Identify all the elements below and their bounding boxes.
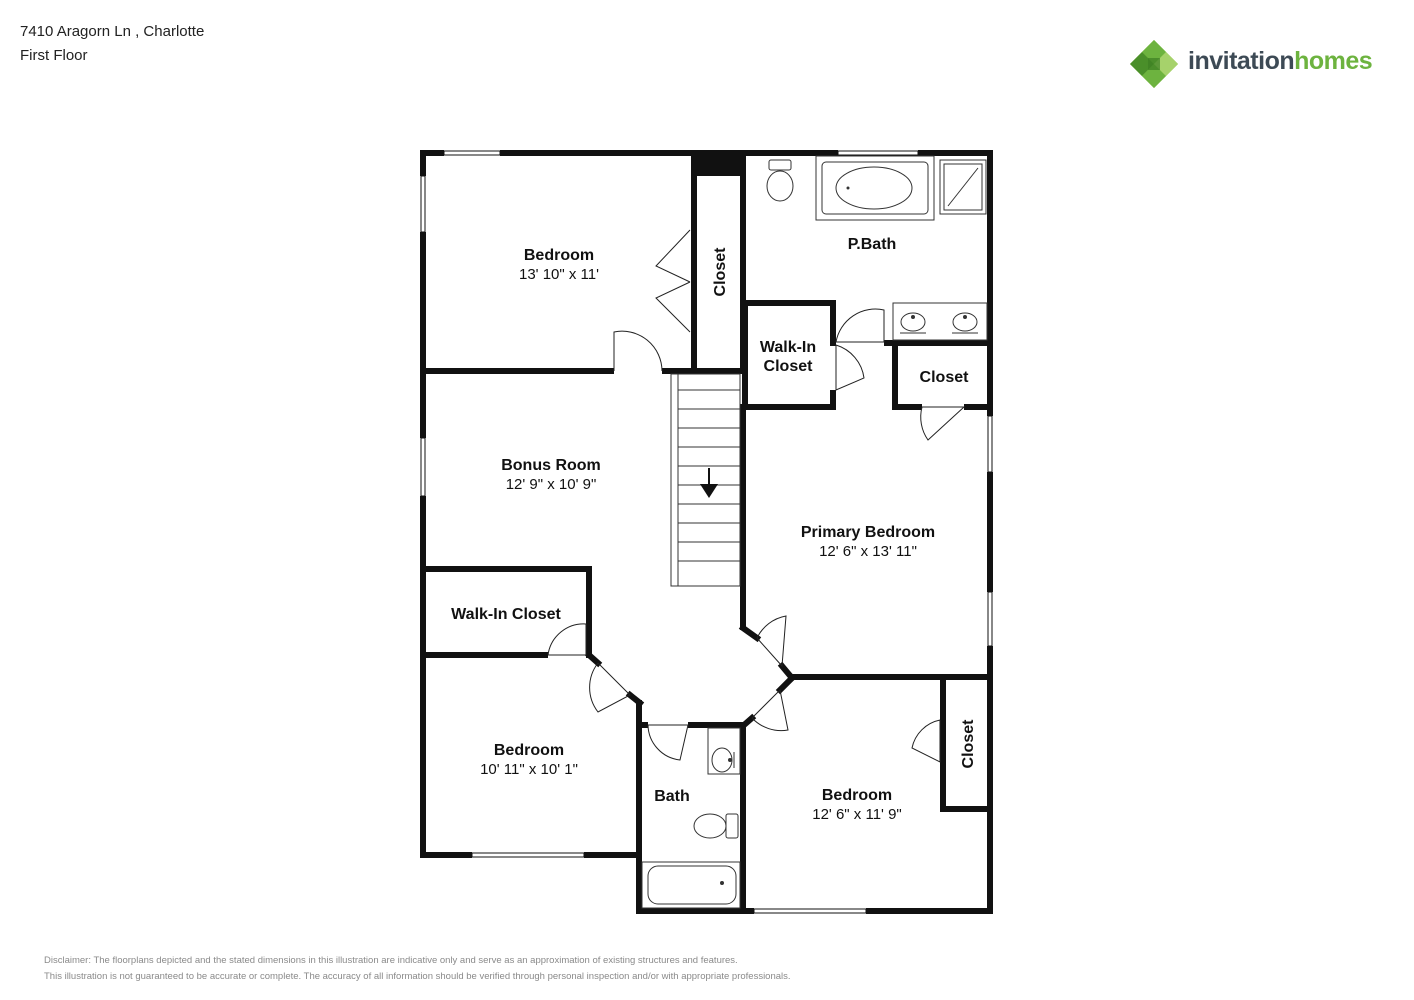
doors [547, 229, 966, 763]
floor-label: First Floor [20, 47, 88, 64]
logo-mark-icon [1130, 40, 1178, 88]
bath-tub-icon [641, 861, 741, 909]
logo-wordmark: invitationhomes [1188, 47, 1373, 76]
address-title: 7410 Aragorn Ln , Charlotte [20, 23, 205, 40]
room-name-walkin-primary-2: Closet [764, 358, 814, 375]
disclaimer-line-2: This illustration is not guaranteed to b… [44, 971, 791, 982]
fixtures [641, 155, 988, 909]
room-size-bedroom-sw: 10' 11" x 10' 1" [480, 761, 578, 778]
room-name-closet-north: Closet [712, 247, 729, 297]
room-name-walkin-primary-1: Walk-In [760, 339, 816, 356]
room-name-closet-primary: Closet [920, 369, 970, 386]
room-name-pbath: P.Bath [848, 236, 897, 253]
logo-text-invitation: invitation [1188, 47, 1295, 75]
room-name-bedroom-se: Bedroom [822, 787, 892, 804]
diagonal-walls [584, 623, 797, 730]
walls [420, 150, 993, 914]
staircase [670, 373, 741, 587]
double-vanity-icon [892, 302, 988, 341]
room-name-bedroom-sw: Bedroom [494, 742, 564, 759]
room-name-primary: Primary Bedroom [801, 524, 935, 541]
room-size-bonus: 12' 9" x 10' 9" [506, 476, 597, 493]
shower-icon [939, 159, 987, 215]
room-name-bonus: Bonus Room [501, 457, 601, 474]
invitation-homes-logo: invitationhomes [1128, 38, 1388, 88]
room-size-bedroom-nw: 13' 10" x 11' [519, 266, 599, 283]
disclaimer-line-1: Disclaimer: The floorplans depicted and … [44, 955, 738, 966]
bathtub-icon [815, 155, 935, 221]
room-name-bedroom-nw: Bedroom [524, 247, 594, 264]
toilet-icon [766, 159, 794, 202]
room-name-closet-se: Closet [960, 719, 977, 769]
windows [420, 150, 993, 914]
room-name-bath: Bath [654, 788, 690, 805]
stairs-down-arrow-icon [700, 468, 718, 498]
room-name-walkin-sw: Walk-In Closet [451, 606, 561, 623]
logo-text-homes: homes [1294, 47, 1373, 75]
room-labels: Bedroom 13' 10" x 11' Closet P.Bath Walk… [451, 236, 977, 823]
room-size-primary: 12' 6" x 13' 11" [819, 543, 917, 560]
bath-toilet-icon [693, 813, 739, 839]
bath-sink-icon [707, 727, 741, 775]
room-size-bedroom-se: 12' 6" x 11' 9" [812, 806, 902, 823]
